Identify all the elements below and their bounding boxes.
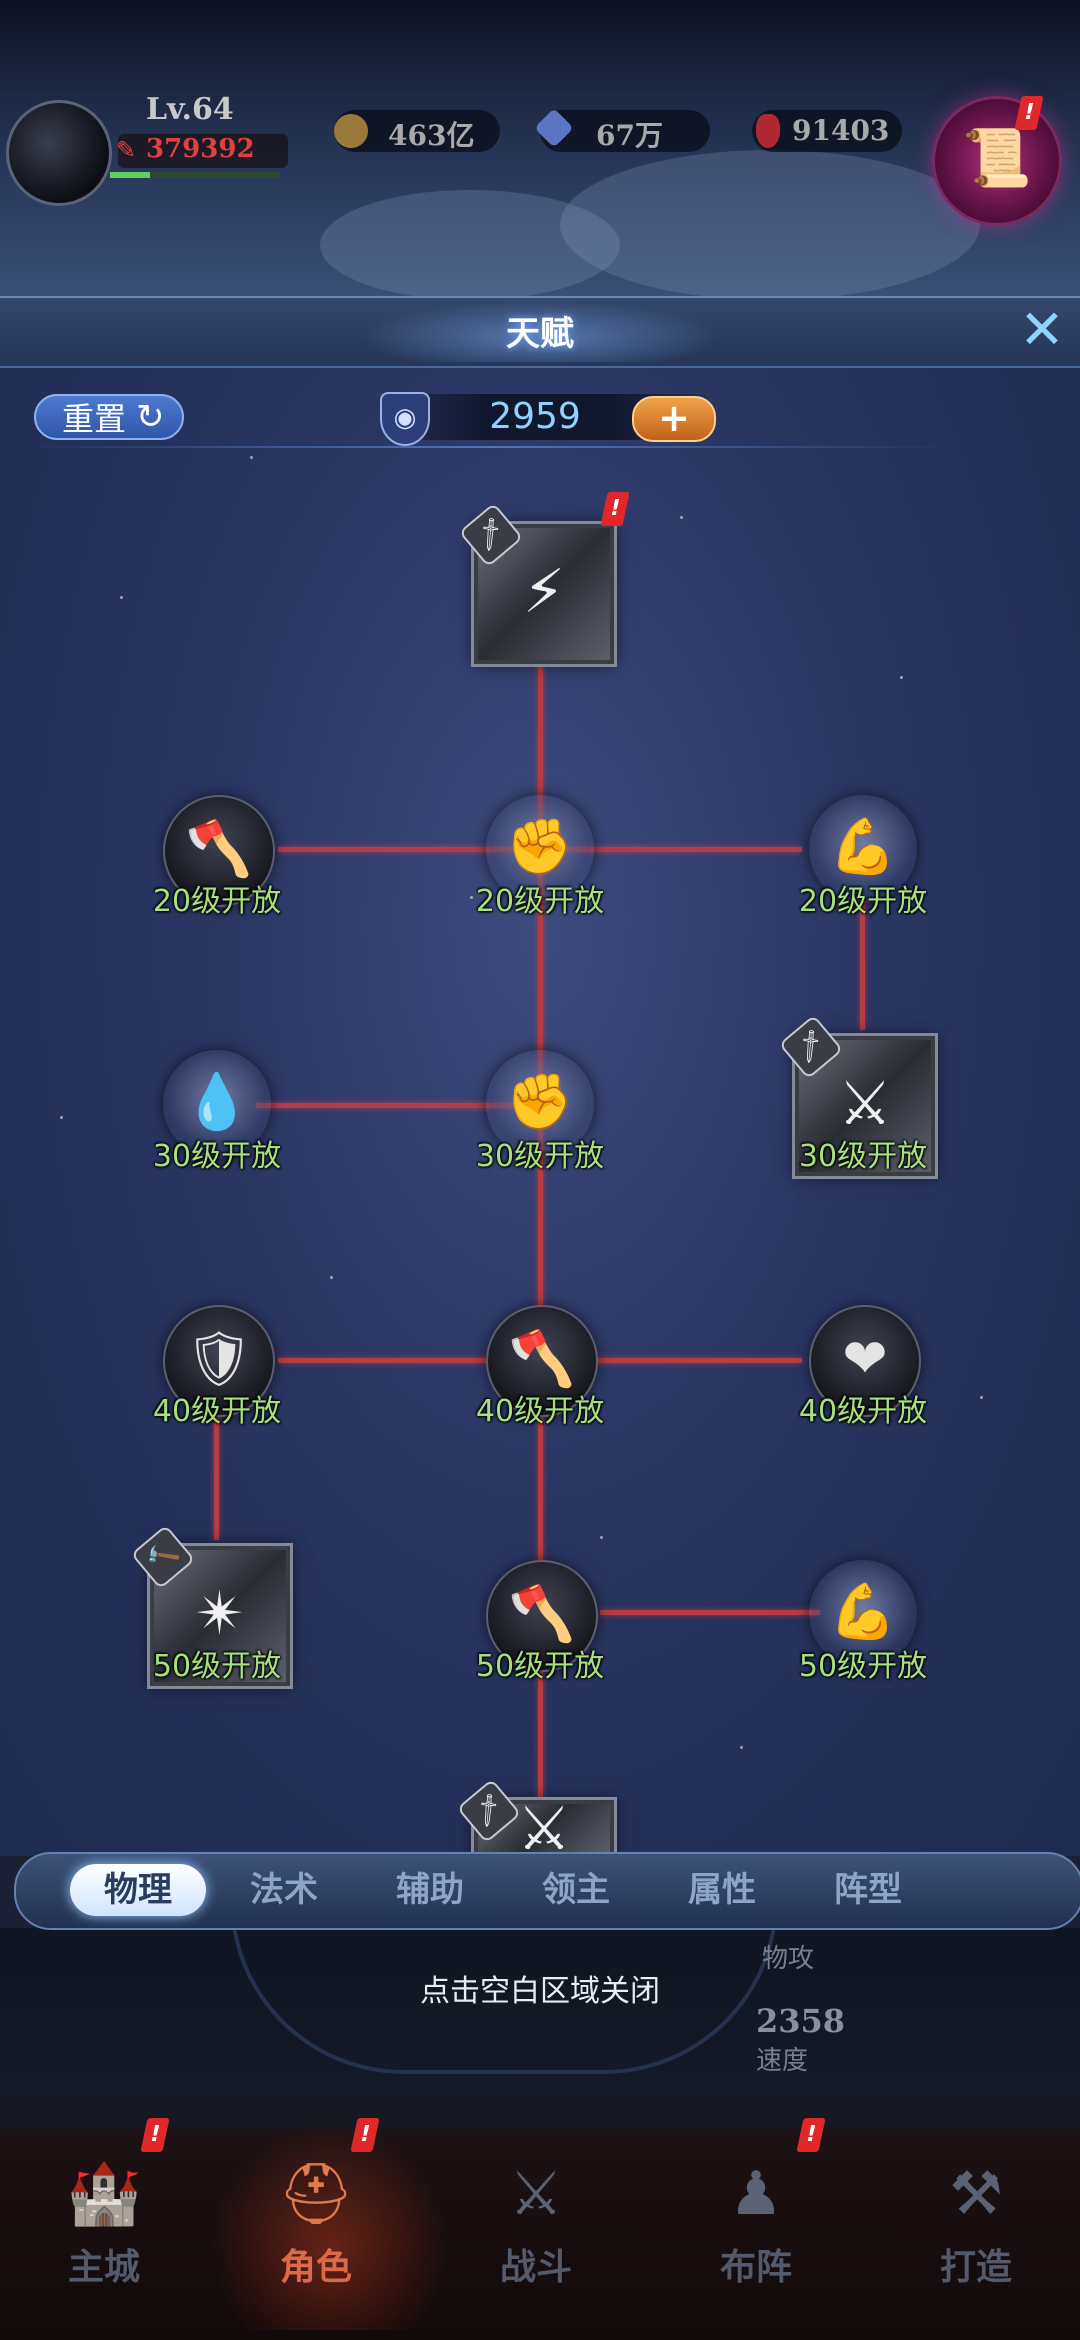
anvil-icon: ⚒	[949, 2159, 1003, 2229]
talent-node[interactable]: 🪓	[163, 795, 275, 907]
talent-label: 40级开放	[798, 1394, 928, 1429]
panel-title: 天赋	[506, 314, 574, 354]
talent-link	[256, 1103, 538, 1108]
cloud-decoration	[320, 190, 620, 300]
talent-label: 40级开放	[475, 1394, 605, 1429]
crossed-swords-icon: ⚔	[509, 2159, 563, 2229]
power-box	[118, 134, 288, 168]
gold-amount: 463亿	[388, 119, 475, 152]
talent-link	[860, 900, 865, 1030]
talent-node[interactable]: ✊	[486, 1050, 594, 1158]
tab-support[interactable]: 辅助	[396, 1870, 464, 1910]
tab-formation[interactable]: 阵型	[834, 1870, 902, 1910]
talent-label: 50级开放	[475, 1649, 605, 1684]
talent-link	[214, 1410, 219, 1540]
diamond-amount: 67万	[596, 119, 663, 152]
ruby-icon[interactable]	[756, 114, 780, 148]
talent-node[interactable]: ✊	[486, 795, 594, 903]
player-level: Lv.64	[146, 92, 234, 127]
talent-points-value: 2959	[489, 396, 581, 437]
ruby-amount: 91403	[792, 114, 890, 147]
talent-node[interactable]: 💪	[809, 795, 917, 903]
stat-value: 2358	[756, 2002, 846, 2040]
gold-icon[interactable]	[334, 114, 368, 148]
nav-label: 角色	[279, 2247, 352, 2288]
nav-battle[interactable]: ⚔ 战斗	[446, 2140, 626, 2320]
power-icon: ✎	[116, 136, 137, 164]
stat-label: 物攻	[762, 1944, 815, 1974]
talent-node[interactable]: 🪓	[486, 1560, 598, 1672]
talent-link	[540, 847, 802, 852]
nav-forge[interactable]: ⚒ 打造	[886, 2140, 1066, 2320]
nav-label: 布阵	[719, 2247, 792, 2288]
player-power: 379392	[146, 134, 255, 164]
talent-link	[540, 1358, 802, 1363]
reset-button[interactable]: 重置	[34, 394, 184, 440]
xp-bar	[110, 172, 280, 178]
talent-label: 40级开放	[152, 1394, 282, 1429]
reset-icon[interactable]: ↻	[136, 397, 165, 437]
player-avatar[interactable]	[6, 100, 112, 206]
nav-main-city[interactable]: 🏰 主城	[14, 2140, 194, 2320]
talent-label: 20级开放	[475, 884, 605, 919]
nav-label: 主城	[67, 2247, 140, 2288]
castle-icon: 🏰	[66, 2159, 142, 2229]
talent-node[interactable]: 🪓	[486, 1305, 598, 1417]
talent-link	[278, 847, 538, 852]
header-separator	[30, 446, 950, 448]
add-points-button[interactable]: +	[632, 396, 716, 442]
nav-formation[interactable]: ♟ 布阵	[666, 2140, 846, 2320]
tab-physical[interactable]: 物理	[70, 1864, 206, 1916]
tab-magic[interactable]: 法术	[250, 1870, 318, 1910]
close-icon[interactable]: ✕	[1019, 298, 1065, 361]
helmet-icon: ⛑	[277, 2159, 355, 2229]
talent-label: 30级开放	[798, 1139, 928, 1174]
bottom-nav	[0, 2130, 1080, 2340]
talent-label: 30级开放	[152, 1139, 282, 1174]
talent-node[interactable]: 💪	[809, 1560, 917, 1668]
formation-icon: ♟	[729, 2159, 783, 2229]
eye-icon: ◉	[380, 392, 430, 446]
talent-node-special[interactable]: ⚔	[795, 1036, 935, 1176]
talent-label: 20级开放	[152, 884, 282, 919]
talent-link	[538, 650, 543, 1850]
talent-label: 30级开放	[475, 1139, 605, 1174]
tab-lord[interactable]: 领主	[542, 1870, 610, 1910]
talent-link	[278, 1358, 538, 1363]
talent-label: 50级开放	[798, 1649, 928, 1684]
talent-node[interactable]: ❤	[809, 1305, 921, 1417]
talent-link	[600, 1610, 820, 1615]
stat-label: 速度	[756, 2046, 809, 2076]
close-hint[interactable]: 点击空白区域关闭	[420, 1974, 660, 2009]
tab-attributes[interactable]: 属性	[688, 1870, 756, 1910]
nav-active-glow	[210, 2120, 450, 2330]
scroll-icon[interactable]: 📜	[932, 96, 1062, 226]
talent-node[interactable]: 💧	[163, 1050, 271, 1158]
nav-character[interactable]: ⛑ 角色	[226, 2140, 406, 2320]
talent-label: 20级开放	[798, 884, 928, 919]
nav-label: 战斗	[499, 2247, 572, 2288]
header-glow	[360, 300, 720, 362]
talent-node[interactable]: 🛡	[163, 1305, 275, 1417]
cloud-decoration	[560, 150, 980, 300]
nav-label: 打造	[939, 2247, 1012, 2288]
talent-label: 50级开放	[152, 1649, 282, 1684]
